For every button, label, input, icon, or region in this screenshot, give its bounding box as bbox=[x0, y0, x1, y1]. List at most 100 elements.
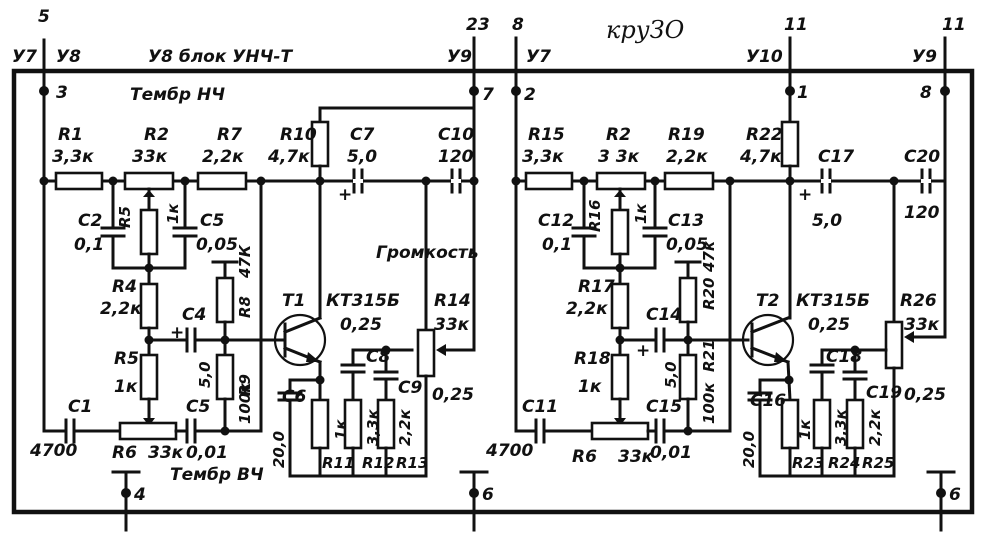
resistor-R19 bbox=[663, 171, 715, 191]
resistor-R18 bbox=[610, 353, 630, 401]
svg-text:C17: C17 bbox=[818, 147, 854, 167]
svg-text:КТ315Б: КТ315Б bbox=[796, 291, 870, 311]
unit-label: У7 bbox=[12, 47, 37, 67]
svg-text:C12: C12 bbox=[538, 211, 574, 231]
svg-text:R1: R1 bbox=[58, 125, 83, 145]
svg-text:1к: 1к bbox=[632, 203, 650, 224]
svg-text:C19: C19 bbox=[866, 383, 902, 403]
svg-text:0,25: 0,25 bbox=[340, 315, 382, 335]
r5-lower-value: 1к bbox=[114, 377, 138, 397]
svg-text:R6: R6 bbox=[572, 447, 597, 467]
svg-text:100к: 100к bbox=[236, 382, 254, 424]
resistor-R14 bbox=[416, 328, 436, 378]
svg-text:20,0: 20,0 bbox=[270, 431, 288, 468]
svg-text:C16: C16 bbox=[750, 391, 786, 411]
resistor-R4 bbox=[139, 282, 159, 330]
svg-text:R2: R2 bbox=[606, 125, 631, 145]
svg-text:C20: C20 bbox=[904, 147, 940, 167]
svg-text:T2: T2 bbox=[756, 291, 779, 311]
svg-text:2,2к: 2,2к bbox=[866, 408, 884, 446]
svg-text:C4: C4 bbox=[182, 305, 206, 325]
resistor-R11 bbox=[310, 398, 330, 450]
svg-text:R13: R13 bbox=[396, 454, 428, 472]
svg-text:5,0: 5,0 bbox=[196, 361, 214, 388]
svg-text:C10: C10 bbox=[438, 125, 474, 145]
top-pin-labels: 5 У7 У8 3 23 У9 7 8 У7 2 11 У10 1 11 У9 … bbox=[12, 7, 966, 105]
transistor-T2 bbox=[741, 313, 795, 367]
svg-text:5,0: 5,0 bbox=[662, 361, 680, 388]
svg-text:20,0: 20,0 bbox=[740, 431, 758, 468]
svg-text:33к: 33к bbox=[904, 315, 940, 335]
svg-text:2,2к: 2,2к bbox=[396, 408, 414, 446]
resistor-R1 bbox=[54, 171, 104, 191]
resistor-R9 bbox=[215, 353, 235, 401]
svg-text:R12: R12 bbox=[362, 454, 394, 472]
resistor-R15 bbox=[524, 171, 574, 191]
svg-text:R14: R14 bbox=[434, 291, 471, 311]
resistor-R21 bbox=[678, 353, 698, 401]
svg-text:6: 6 bbox=[482, 485, 494, 505]
svg-text:R16: R16 bbox=[586, 200, 604, 232]
svg-text:33к: 33к bbox=[618, 447, 654, 467]
svg-text:R6: R6 bbox=[112, 443, 137, 463]
svg-text:0,01: 0,01 bbox=[186, 443, 228, 463]
pin-number: 11 bbox=[784, 15, 808, 35]
svg-text:3,3к: 3,3к bbox=[522, 147, 564, 167]
svg-text:R7: R7 bbox=[217, 125, 242, 145]
left-channel bbox=[39, 106, 479, 478]
tone-hf-label: Тембр ВЧ bbox=[170, 465, 264, 485]
svg-text:5,0: 5,0 bbox=[347, 147, 377, 167]
pin-label: 1 bbox=[797, 83, 809, 103]
pin-label: 8 bbox=[920, 83, 932, 103]
svg-text:R9: R9 bbox=[236, 374, 254, 396]
pin-number: 23 bbox=[466, 15, 490, 35]
svg-text:C18: C18 bbox=[826, 347, 862, 367]
handwritten-note: круЗО bbox=[606, 16, 685, 44]
resistor-R20 bbox=[678, 276, 698, 324]
resistor-R5 bbox=[139, 353, 159, 401]
svg-text:C8: C8 bbox=[366, 347, 390, 367]
svg-text:R2: R2 bbox=[144, 125, 169, 145]
unit-label: У7 bbox=[526, 47, 551, 67]
svg-text:3,3к: 3,3к bbox=[832, 408, 850, 446]
svg-text:3 3к: 3 3к bbox=[598, 147, 640, 167]
resistor-R2b bbox=[595, 171, 647, 191]
svg-text:47К: 47К bbox=[236, 244, 254, 279]
svg-text:2,2к: 2,2к bbox=[202, 147, 244, 167]
svg-text:100к: 100к bbox=[700, 382, 718, 424]
svg-text:C2: C2 bbox=[78, 211, 102, 231]
svg-text:4,7к: 4,7к bbox=[267, 147, 310, 167]
svg-text:R4: R4 bbox=[112, 277, 137, 297]
svg-text:+: + bbox=[636, 341, 650, 361]
volume-label: Громкость bbox=[376, 243, 478, 263]
resistor-R7 bbox=[196, 171, 248, 191]
svg-text:4,7к: 4,7к bbox=[739, 147, 782, 167]
ground-pins: 4 6 6 bbox=[111, 470, 961, 532]
svg-text:+: + bbox=[798, 185, 812, 205]
unit-label: У8 bbox=[56, 47, 81, 67]
svg-text:C1: C1 bbox=[68, 397, 92, 417]
resistor-R5-top bbox=[139, 208, 159, 256]
svg-text:0,01: 0,01 bbox=[650, 443, 692, 463]
pin-label: 2 bbox=[524, 85, 536, 105]
svg-text:C13: C13 bbox=[668, 211, 704, 231]
svg-text:120: 120 bbox=[438, 147, 474, 167]
svg-text:R8: R8 bbox=[236, 296, 254, 318]
svg-text:R22: R22 bbox=[746, 125, 783, 145]
block-title: У8 блок УНЧ-Т bbox=[148, 47, 293, 67]
input-pins bbox=[39, 36, 950, 352]
r5-lower-ref: R5 bbox=[114, 349, 139, 369]
svg-text:6: 6 bbox=[949, 485, 961, 505]
resistor-R22 bbox=[780, 120, 800, 168]
svg-text:1к: 1к bbox=[332, 419, 350, 440]
svg-text:47к: 47к bbox=[700, 240, 718, 273]
unit-label: У10 bbox=[746, 47, 783, 67]
svg-text:2,2к: 2,2к bbox=[566, 299, 608, 319]
svg-text:C5: C5 bbox=[186, 397, 210, 417]
svg-text:120: 120 bbox=[904, 203, 940, 223]
resistor-R16 bbox=[610, 208, 630, 256]
svg-text:0,1: 0,1 bbox=[74, 235, 104, 255]
svg-text:R17: R17 bbox=[578, 277, 615, 297]
svg-text:0,25: 0,25 bbox=[808, 315, 850, 335]
